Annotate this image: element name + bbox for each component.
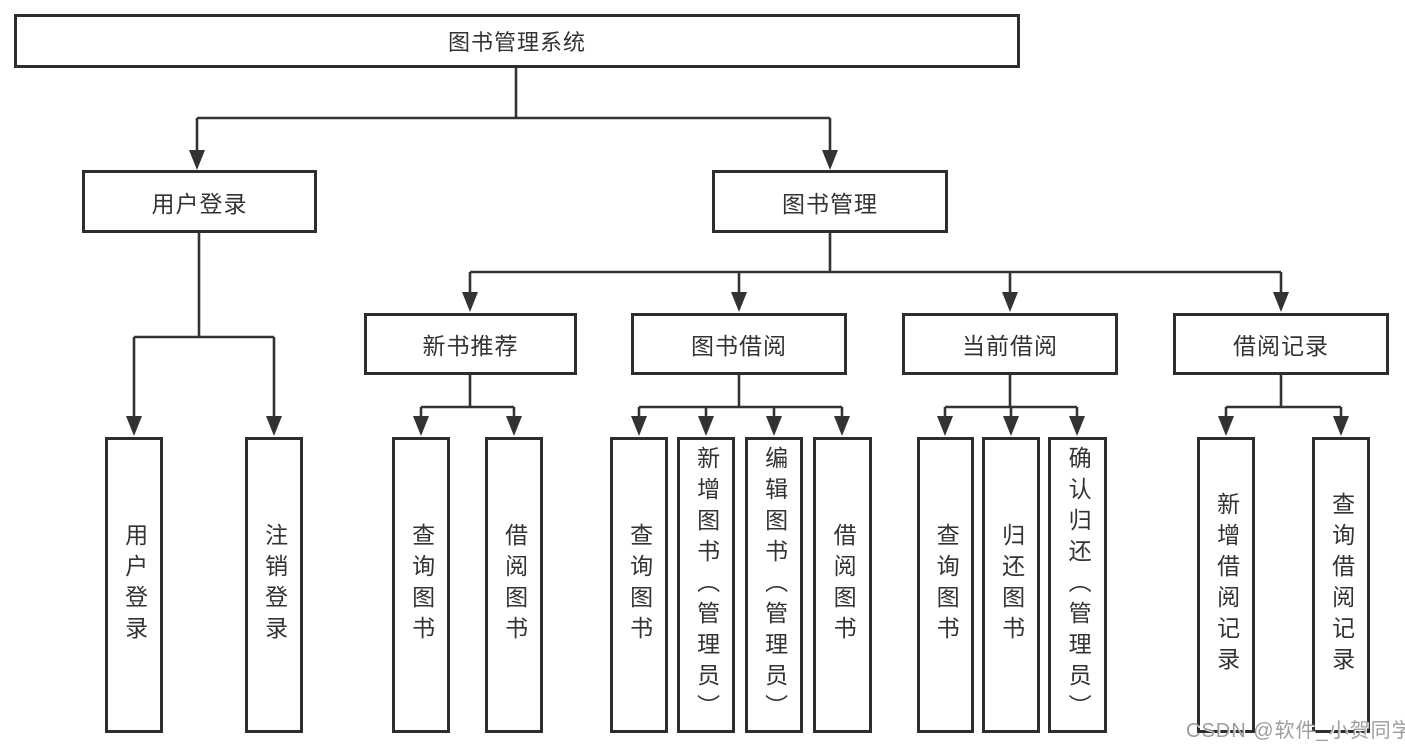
leaf-logout: 注销登录 — [245, 437, 303, 733]
leaf-borrow-books-recommend-label: 借阅图书 — [501, 523, 528, 647]
leaf-borrow-books-borrowing-label: 借阅图书 — [830, 523, 857, 647]
leaf-edit-book-admin-label: 编辑图书（管理员） — [761, 445, 788, 725]
leaf-query-books-borrowing: 查询图书 — [610, 437, 668, 733]
leaf-edit-book-admin: 编辑图书（管理员） — [745, 437, 803, 733]
leaf-add-book-admin-label: 新增图书（管理员） — [693, 445, 720, 725]
leaf-return-books: 归还图书 — [982, 437, 1040, 733]
leaf-query-books-borrowing-label: 查询图书 — [626, 523, 653, 647]
leaf-borrow-books-borrowing: 借阅图书 — [813, 437, 872, 733]
leaf-logout-label: 注销登录 — [261, 523, 288, 647]
leaf-query-books-current: 查询图书 — [917, 437, 974, 733]
node-user-login-label: 用户登录 — [151, 190, 248, 217]
leaf-query-books-current-label: 查询图书 — [933, 523, 960, 647]
leaf-confirm-return-admin: 确认归还（管理员） — [1048, 437, 1107, 733]
leaf-add-borrow-record-label: 新增借阅记录 — [1213, 492, 1240, 678]
node-user-login: 用户登录 — [82, 170, 317, 233]
node-root: 图书管理系统 — [14, 14, 1020, 68]
node-borrowing-records: 借阅记录 — [1173, 313, 1389, 375]
node-root-label: 图书管理系统 — [447, 30, 586, 55]
node-new-book-recommend: 新书推荐 — [364, 313, 577, 375]
leaf-add-borrow-record: 新增借阅记录 — [1197, 437, 1255, 733]
csdn-watermark: CSDN @软件_小贺同学 — [1186, 720, 1405, 742]
leaf-user-login: 用户登录 — [105, 437, 163, 733]
node-current-borrowing: 当前借阅 — [902, 313, 1118, 375]
leaf-query-books-recommend-label: 查询图书 — [408, 523, 435, 647]
node-book-management: 图书管理 — [712, 170, 948, 233]
leaf-user-login-label: 用户登录 — [121, 523, 148, 647]
leaf-borrow-books-recommend: 借阅图书 — [485, 437, 543, 733]
leaf-add-book-admin: 新增图书（管理员） — [677, 437, 735, 733]
leaf-query-borrow-record-label: 查询借阅记录 — [1328, 492, 1355, 678]
node-new-book-recommend-label: 新书推荐 — [422, 333, 519, 359]
node-book-management-label: 图书管理 — [782, 190, 878, 217]
leaf-query-borrow-record: 查询借阅记录 — [1312, 437, 1370, 733]
leaf-confirm-return-admin-label: 确认归还（管理员） — [1065, 445, 1092, 725]
node-book-borrowing: 图书借阅 — [631, 313, 847, 375]
node-borrowing-records-label: 借阅记录 — [1233, 333, 1329, 359]
leaf-query-books-recommend: 查询图书 — [392, 437, 450, 733]
leaf-return-books-label: 归还图书 — [998, 523, 1025, 647]
node-book-borrowing-label: 图书借阅 — [691, 333, 787, 359]
node-current-borrowing-label: 当前借阅 — [962, 333, 1058, 359]
